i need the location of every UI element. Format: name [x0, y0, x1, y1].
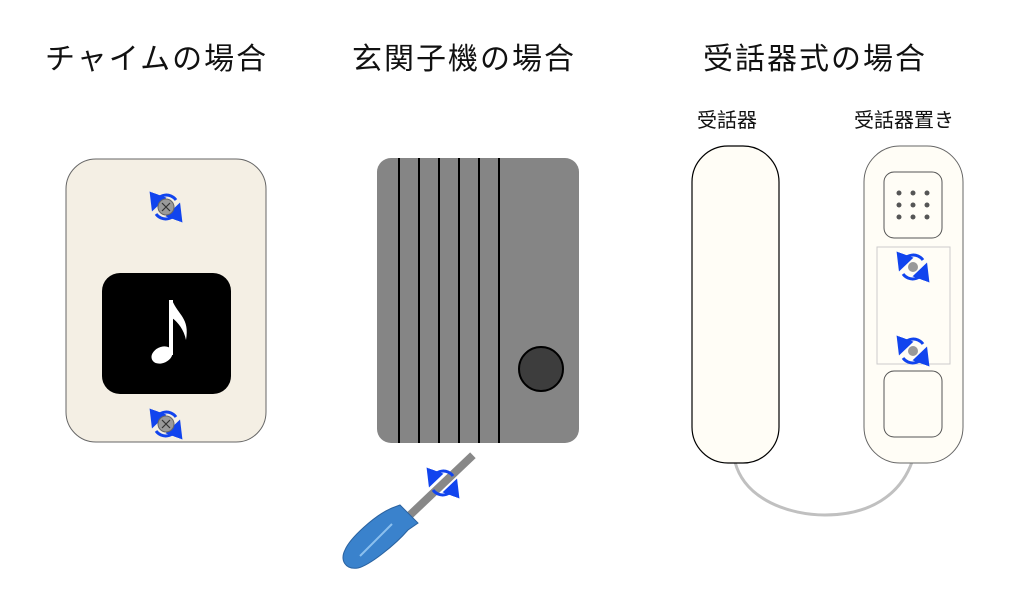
door-unit-section-title: 玄関子機の場合: [352, 42, 576, 77]
chime-section-title: チャイムの場合: [45, 42, 269, 77]
chime-diagram: [65, 158, 267, 443]
call-button: [518, 346, 564, 392]
handset-cradle-label: 受話器置き: [854, 108, 954, 132]
bottom-screw-rotate-icon: [155, 412, 177, 436]
door-unit-diagram: [377, 158, 579, 443]
music-icon-panel: [102, 273, 231, 394]
handset-diagram: [691, 145, 964, 517]
speaker-grille-icon: [896, 190, 930, 220]
cord: [733, 461, 914, 517]
top-screw-rotate-icon: [155, 195, 177, 219]
handset-section-title: 受話器式の場合: [703, 42, 927, 77]
handset-label: 受話器: [697, 108, 757, 132]
screwdriver-icon: [342, 452, 476, 569]
music-note-icon: [151, 300, 187, 364]
